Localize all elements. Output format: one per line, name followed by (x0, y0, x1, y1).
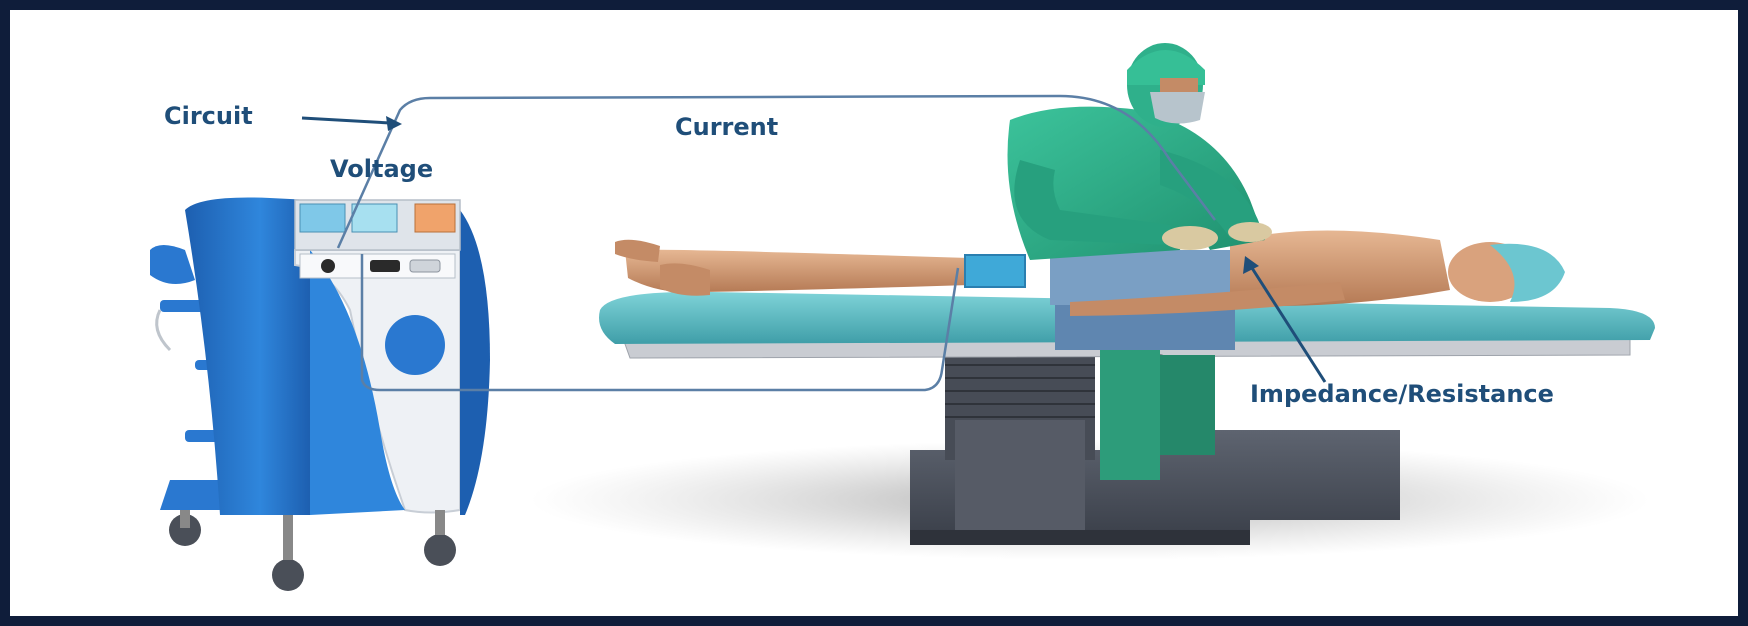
voltage-label: Voltage (330, 155, 433, 183)
impedance-label: Impedance/Resistance (1250, 380, 1554, 408)
current-label: Current (675, 113, 778, 141)
circuit-label: Circuit (164, 102, 253, 130)
electrosurgical-generator-icon (150, 198, 490, 592)
circuit-arrow (302, 116, 402, 131)
electrosurgery-illustration (10, 10, 1738, 616)
diagram-frame: Circuit Voltage Current Impedance/Resist… (10, 10, 1738, 616)
return-electrode-pad-icon (965, 255, 1025, 287)
